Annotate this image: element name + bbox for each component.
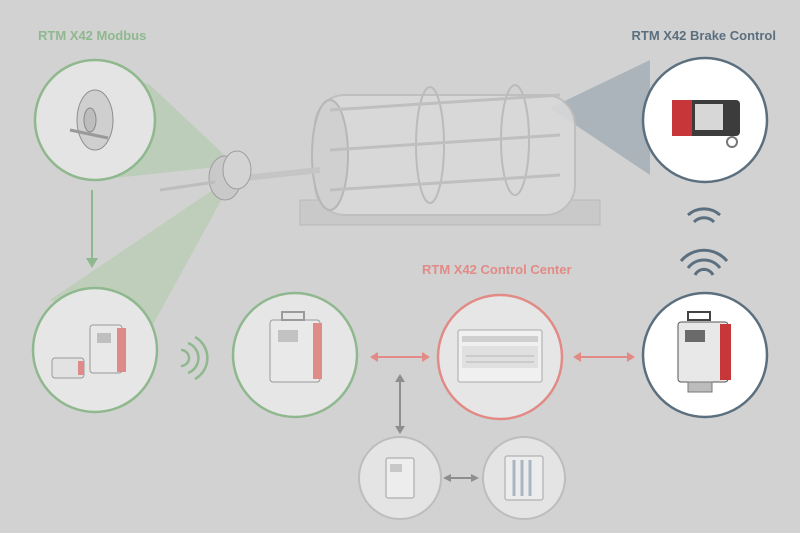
link-arrowhead-right-b: [627, 352, 635, 362]
brake-actuator-icon: [672, 100, 740, 148]
link-arrowhead-right-a: [573, 352, 581, 362]
gearbox-icon: [159, 150, 252, 201]
link-arrowhead-left-a: [370, 352, 378, 362]
modbus-label: RTM X42 Modbus: [38, 28, 147, 43]
wireless-icon: [180, 335, 209, 381]
projection-cone-brake: [550, 60, 650, 175]
server-rack-icon: [504, 455, 544, 501]
modbus-device-icon: [51, 324, 126, 379]
rtm-unit-icon: [269, 311, 322, 383]
brake-control-label: RTM X42 Brake Control: [631, 28, 776, 43]
link-arrowhead-up: [395, 374, 405, 382]
din-rail-module-icon: [385, 457, 415, 499]
modbus-down-arrowhead: [86, 258, 98, 268]
control-center-label: RTM X42 Control Center: [422, 262, 572, 277]
link-arrowhead-bottom-a: [443, 474, 451, 482]
monitor-dashboard-icon: [457, 329, 543, 383]
link-arrowhead-left-b: [422, 352, 430, 362]
coupling-sensor-icon: [69, 89, 114, 151]
link-arrowhead-down: [395, 426, 405, 434]
rtm-unit-highlighted-icon: [677, 311, 731, 393]
link-arrowhead-bottom-b: [471, 474, 479, 482]
wireless-icon: [679, 207, 729, 276]
drum-machine-icon: [244, 84, 601, 226]
